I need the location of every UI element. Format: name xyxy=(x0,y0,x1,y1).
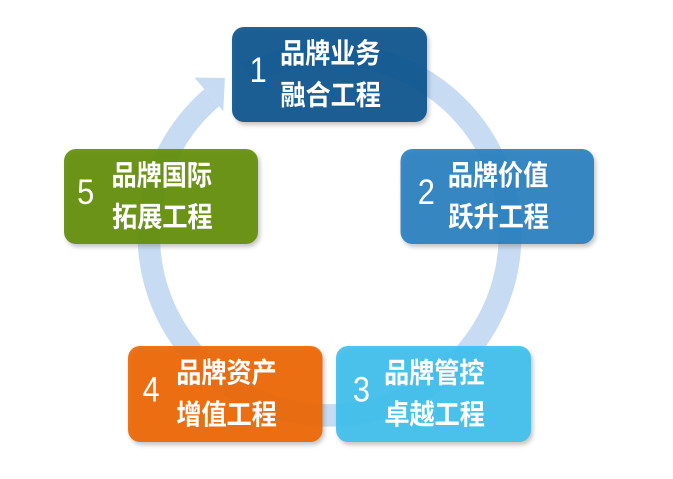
svg-text:4: 4 xyxy=(143,370,160,409)
svg-text:3: 3 xyxy=(353,370,370,409)
svg-text:1: 1 xyxy=(250,50,267,89)
svg-text:2: 2 xyxy=(418,172,435,211)
svg-text:5: 5 xyxy=(77,172,94,211)
